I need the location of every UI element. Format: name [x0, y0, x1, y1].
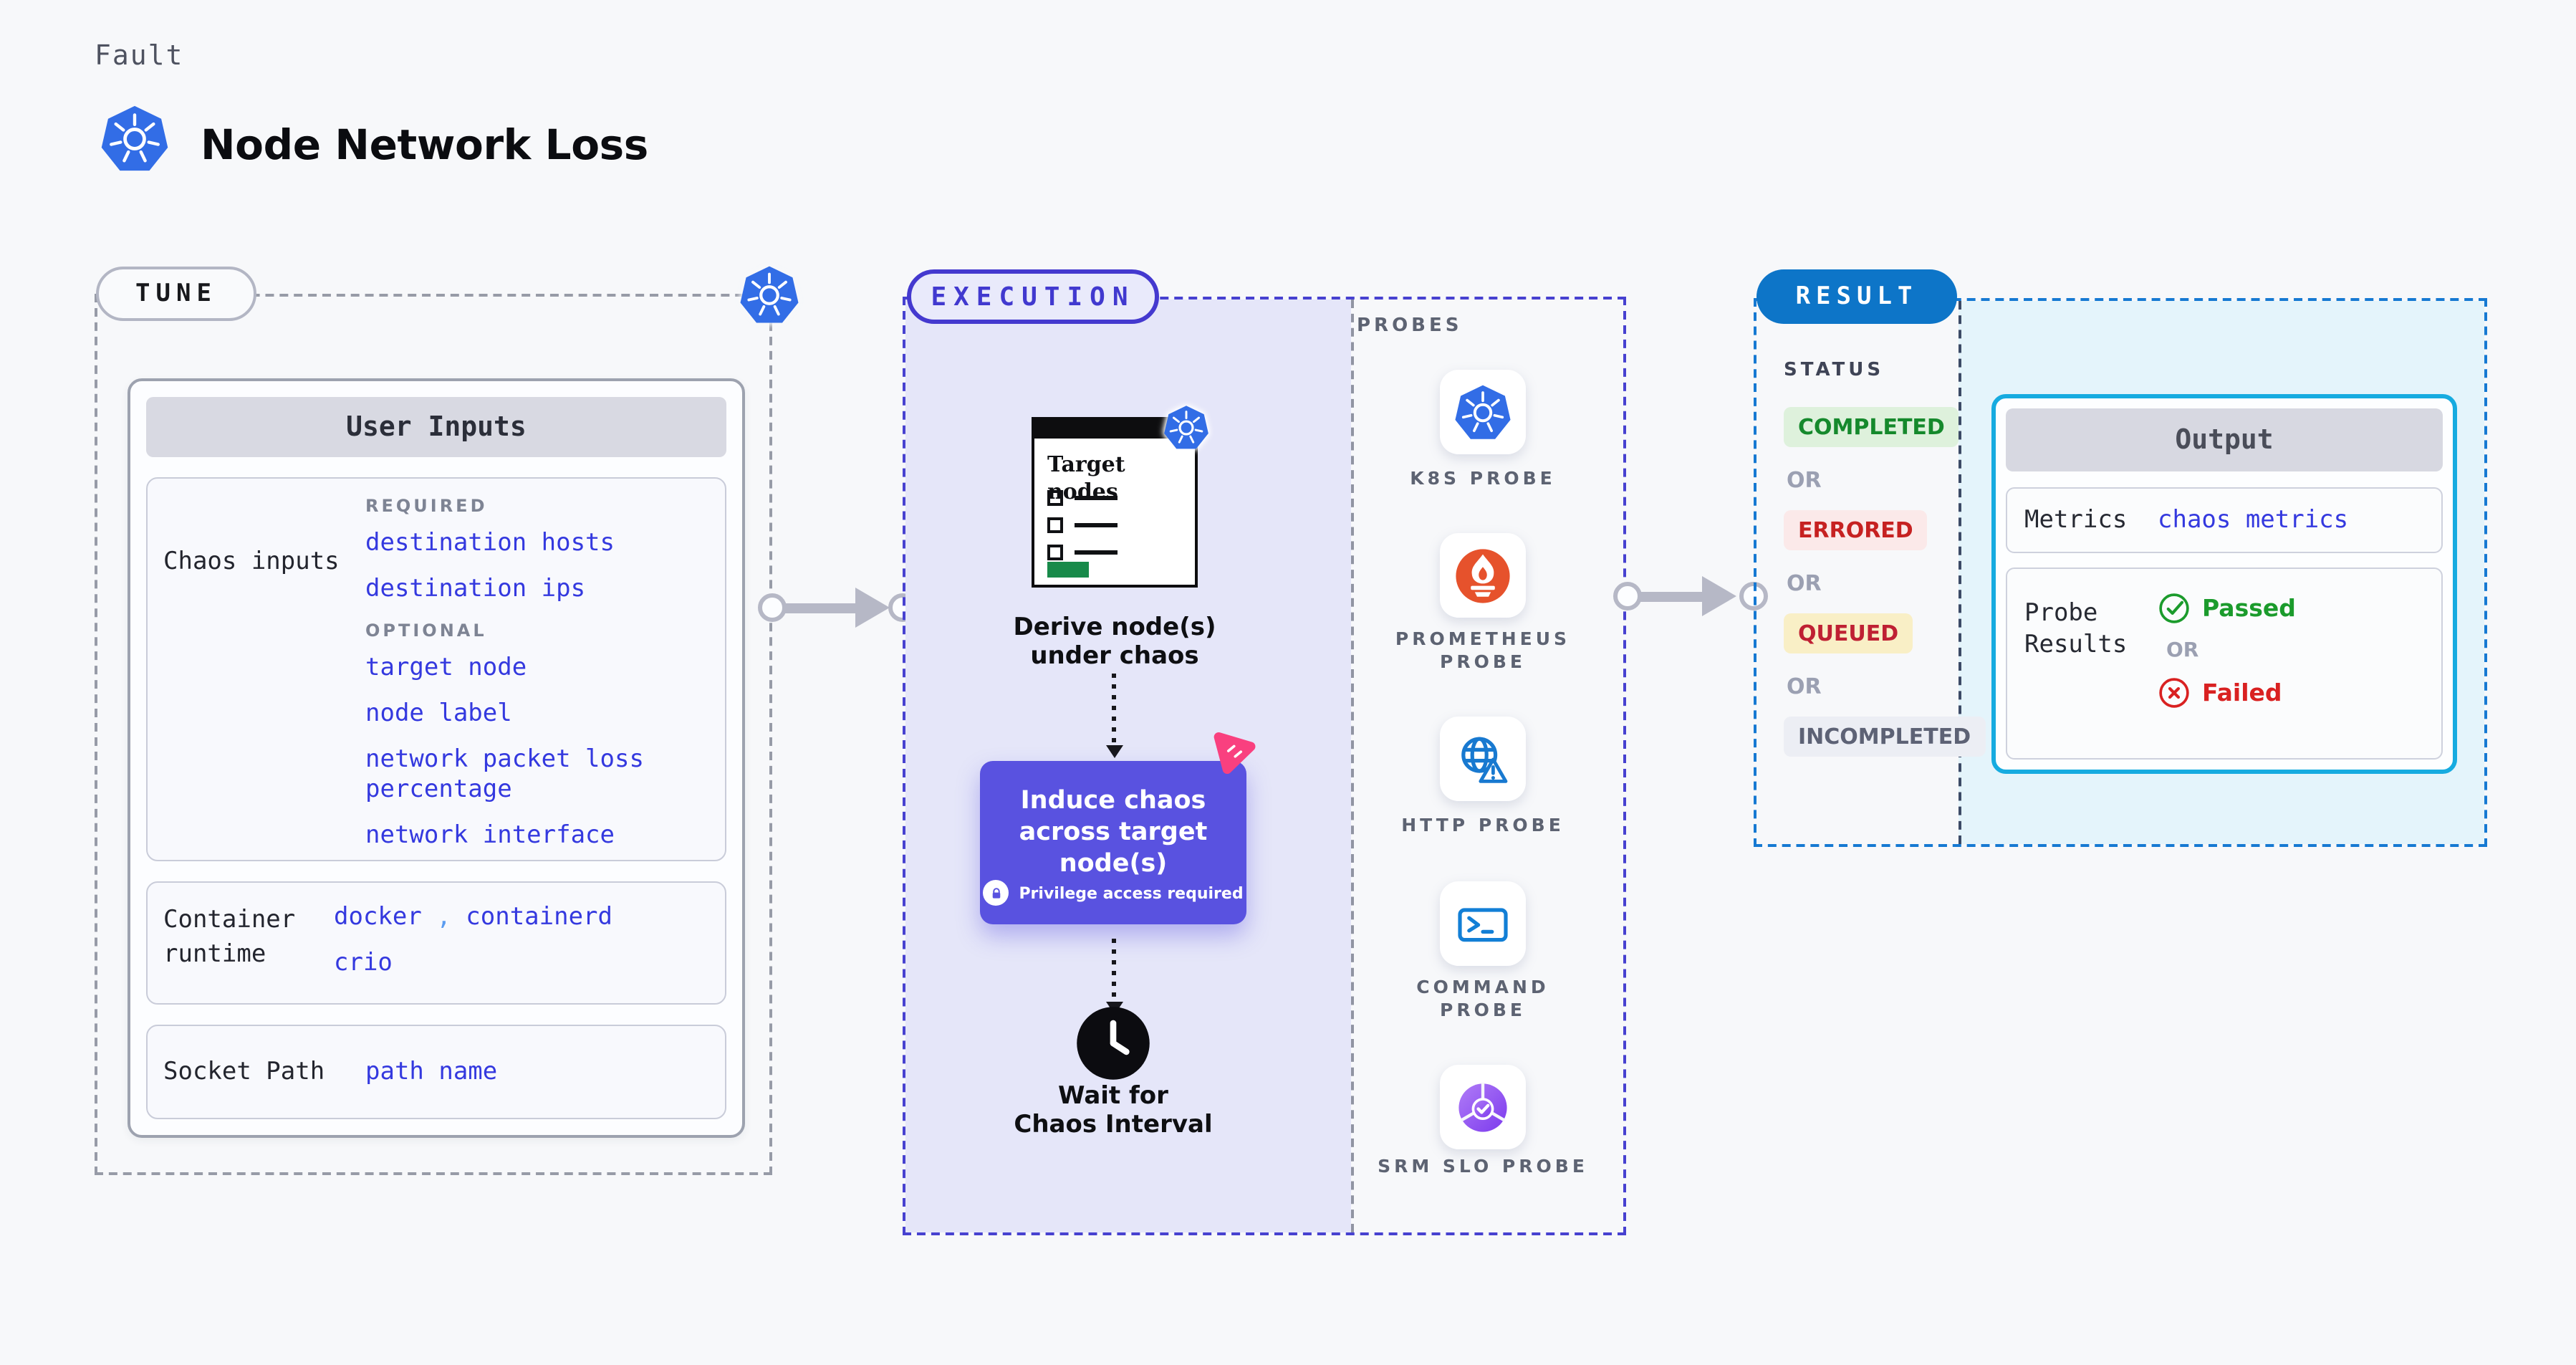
- chaos-input-link[interactable]: target node: [365, 653, 527, 682]
- chaos-input-link[interactable]: node label: [365, 699, 512, 728]
- connector-dot: [758, 593, 787, 621]
- kubernetes-icon: [1454, 383, 1512, 441]
- clock-icon: [1075, 1005, 1152, 1082]
- result-pill: RESULT: [1756, 269, 1957, 324]
- fault-eyebrow: Fault: [95, 40, 184, 72]
- passed-check-icon: [2158, 592, 2191, 625]
- kubernetes-probe-card: [1440, 370, 1526, 454]
- probe-results-row: Probe Results Passed OR Failed: [2006, 567, 2443, 760]
- chaos-input-link[interactable]: network packet loss percentage: [365, 745, 644, 804]
- status-list: COMPLETED OR ERRORED OR QUEUED OR INCOMPLETED: [1784, 407, 1986, 777]
- socket-path-value-link[interactable]: path name: [365, 1058, 498, 1086]
- kubernetes-icon: [100, 103, 169, 175]
- tune-pill: TUNE: [96, 267, 256, 321]
- or-label: OR: [2166, 639, 2199, 662]
- status-badge-incompleted: INCOMPLETED: [1784, 717, 1986, 757]
- down-arrow: [1112, 674, 1116, 754]
- prometheus-icon: [1454, 547, 1512, 604]
- chaos-input-link[interactable]: destination hosts: [365, 529, 615, 557]
- checkbox[interactable]: [1047, 545, 1063, 560]
- container-runtime-values: docker , containerd: [334, 903, 725, 931]
- status-label: STATUS: [1784, 360, 1885, 381]
- srm-icon: [1454, 1078, 1512, 1136]
- user-inputs-header: User Inputs: [146, 397, 726, 457]
- privilege-badge: Privilege access required: [1019, 883, 1244, 902]
- socket-path-row: Socket Path path name: [146, 1025, 726, 1119]
- lock-icon: [983, 880, 1009, 906]
- socket-path-label: Socket Path: [163, 1058, 325, 1086]
- probe-label: PROMETHEUS PROBE: [1395, 628, 1571, 672]
- checkbox[interactable]: [1047, 490, 1063, 506]
- target-nodes-title: Target nodes: [1047, 451, 1125, 504]
- container-runtime-label: Container runtime: [163, 906, 296, 969]
- required-label: REQUIRED: [365, 496, 488, 516]
- probe-label: COMMAND PROBE: [1416, 976, 1549, 1020]
- or-label: OR: [1787, 570, 1822, 596]
- command-icon: [1454, 895, 1512, 952]
- status-badge-errored: ERRORED: [1784, 510, 1928, 550]
- chaos-metrics-link[interactable]: chaos metrics: [2158, 506, 2349, 535]
- or-label: OR: [1787, 674, 1822, 699]
- probe-label: K8S PROBE: [1410, 467, 1556, 489]
- confirm-button[interactable]: [1047, 562, 1089, 578]
- http-probe-card: [1440, 717, 1526, 801]
- chaos-logo-icon: [1205, 722, 1261, 779]
- status-badge-queued: QUEUED: [1784, 613, 1913, 653]
- induce-chaos-box: Induce chaos across target node(s) Privi…: [980, 761, 1246, 924]
- chaos-inputs-label: Chaos inputs: [163, 547, 340, 576]
- probes-label: PROBES: [1357, 315, 1463, 337]
- metrics-label: Metrics: [2024, 506, 2128, 535]
- status-badge-completed: COMPLETED: [1784, 407, 1959, 447]
- metrics-row: Metrics chaos metrics: [2006, 487, 2443, 553]
- failed-x-icon: [2158, 676, 2191, 709]
- chaos-input-link[interactable]: network interface: [365, 821, 615, 850]
- probe-label: SRM SLO PROBE: [1378, 1155, 1588, 1177]
- optional-items-list: target node node label network packet loss…: [365, 653, 725, 851]
- chaos-input-link[interactable]: destination ips: [365, 575, 586, 603]
- http-icon: [1454, 730, 1512, 787]
- command-probe-card: [1440, 881, 1526, 966]
- probe-results-label: Probe Results: [2024, 599, 2128, 659]
- down-arrow: [1112, 939, 1116, 1010]
- runtime-value-link[interactable]: crio: [334, 949, 393, 977]
- connector-dot: [1613, 581, 1642, 610]
- derive-caption: Derive node(s) under chaos: [1013, 613, 1216, 671]
- output-header: Output: [2006, 408, 2443, 471]
- checkbox[interactable]: [1047, 517, 1063, 533]
- optional-label: OPTIONAL: [365, 621, 487, 641]
- tune-section: [95, 294, 772, 1175]
- induce-chaos-title: Induce chaos across target node(s): [1019, 787, 1208, 878]
- probes-panel: [1351, 300, 1623, 1232]
- runtime-value-link[interactable]: containerd: [466, 903, 612, 931]
- probe-label: HTTP PROBE: [1401, 814, 1565, 835]
- failed-label: Failed: [2202, 679, 2282, 707]
- or-label: OR: [1787, 467, 1822, 493]
- comma-separator: ,: [421, 903, 466, 931]
- execution-pill: EXECUTION: [907, 269, 1159, 324]
- prometheus-probe-card: [1440, 533, 1526, 618]
- kubernetes-icon: [1163, 404, 1209, 451]
- required-items-list: destination hosts destination ips: [365, 529, 725, 605]
- passed-label: Passed: [2202, 595, 2296, 622]
- runtime-value-link[interactable]: docker: [334, 903, 422, 931]
- kubernetes-icon: [739, 264, 799, 327]
- container-runtime-row: Container runtime docker , containerd cr…: [146, 881, 726, 1005]
- wait-caption: Wait for Chaos Interval: [1014, 1082, 1213, 1139]
- srm-probe-card: [1440, 1065, 1526, 1149]
- page-title: Node Network Loss: [201, 120, 648, 169]
